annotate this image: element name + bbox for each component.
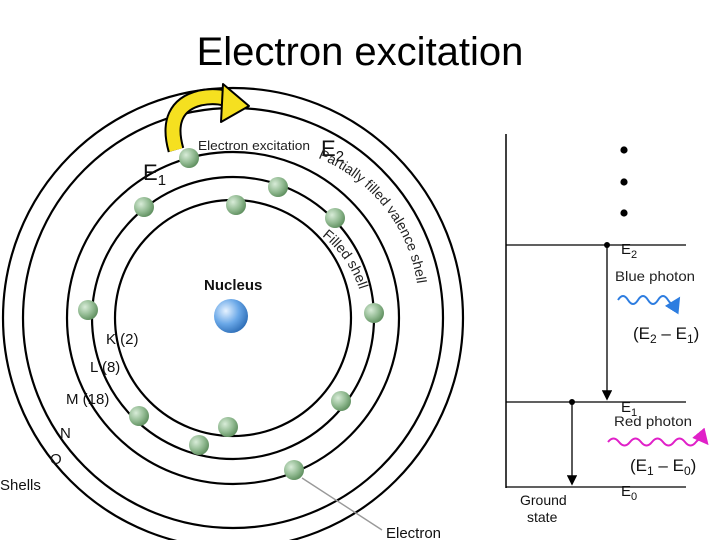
shell-n-label: N [60,425,71,442]
level-e2-label: E2 [621,241,637,261]
blue-photon-label: Blue photon [615,268,695,284]
shell-o-label: O [50,451,62,468]
electron-label: Electron [386,525,441,540]
electrons [78,148,384,480]
red-photon-wave [607,427,709,447]
nucleus [214,299,248,333]
nucleus-label: Nucleus [204,277,262,294]
electron [78,300,98,320]
electron [325,208,345,228]
shell-m-ring [65,150,401,486]
energy-level-diagram: E2 E1 E0 Blue photon (E2 – E1) Red photo… [505,134,709,525]
electron [218,417,238,437]
page-title: Electron excitation [196,30,524,74]
electron [364,303,384,323]
electron [284,460,304,480]
blue-photon-wave [617,295,681,315]
red-photon-label: Red photon [614,413,692,429]
electron [134,197,154,217]
electron [331,391,351,411]
electron [179,148,199,168]
electron [129,406,149,426]
ground-state-label-line2: state [527,509,558,525]
shell-m-label: M (18) [66,391,109,408]
level-e0-label: E0 [621,483,637,503]
red-photon-equation: (E1 – E0) [630,456,696,478]
electron-excitation-label: Electron excitation [198,138,310,153]
continuation-dot [620,146,628,154]
electron [189,435,209,455]
filled-shells-label: Filled shells [0,0,372,291]
excitation-arrow [164,83,250,153]
electron [226,195,246,215]
shell-k-label: K (2) [106,331,139,348]
shells-title: Shells [0,477,41,494]
continuation-dot [620,209,628,217]
atom-e1-label: E1 [143,160,166,189]
shell-o-ring [1,86,465,540]
ground-state-label-line1: Ground [520,492,567,508]
shell-l-label: L (8) [90,359,120,376]
blue-photon-equation: (E2 – E1) [633,324,699,346]
continuation-dot [620,178,628,186]
electron-pointer-line [301,477,383,531]
electron [268,177,288,197]
